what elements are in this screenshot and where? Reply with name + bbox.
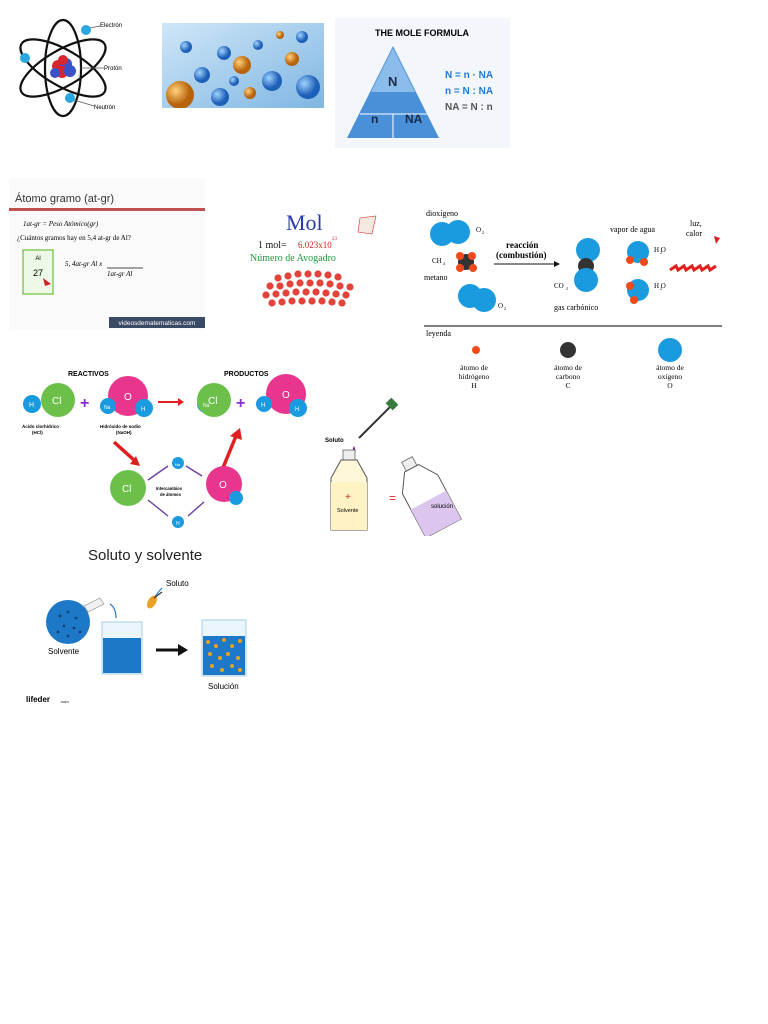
luz-label: luz, — [690, 219, 702, 228]
mole-formula-card: THE MOLE FORMULA N n NA N = n · NA n = N… — [335, 18, 510, 148]
formula-left: n — [371, 112, 378, 126]
molecules-photo — [162, 23, 324, 108]
legend-h-1: átomo de — [460, 363, 488, 372]
al-mass: 27 — [33, 268, 43, 278]
h2o-label-1: H O — [654, 246, 666, 254]
center-na: Na — [175, 462, 181, 467]
atomo-gramo-definition: 1at-gr = Peso Atómico(gr) — [23, 220, 99, 228]
plus-1: + — [80, 395, 89, 412]
atom-diagram: Electrón Protón Neutrón — [8, 10, 136, 122]
gas-label: gas carbónico — [554, 303, 598, 312]
atomo-gramo-slide: Átomo gramo (at-gr) 1at-gr = Peso Atómic… — [9, 178, 205, 330]
watermark: videosdematematicas.com — [119, 320, 196, 327]
dioxigeno-label: dioxígeno — [426, 209, 458, 218]
mol-line: 1 mol= — [258, 240, 287, 251]
legend-o-2: oxígeno — [658, 372, 682, 381]
reaction-diagram: REACTIVOS PRODUCTOS H Cl Ácido clorhídri… — [18, 362, 313, 534]
legend-c-1: átomo de — [554, 363, 582, 372]
combustion-diagram: dioxígeno O 2 CH 4 metano O 2 reacción (… — [420, 200, 725, 395]
vapor-label: vapor de agua — [610, 225, 655, 234]
formula-2: n = N : NA — [445, 86, 493, 97]
mol-title: Mol — [286, 210, 323, 235]
al-symbol: Al — [35, 256, 40, 262]
mole-formula-title: THE MOLE FORMULA — [375, 28, 469, 38]
solucion-label: Solución — [208, 682, 239, 691]
water-h1: H — [261, 403, 265, 409]
soluto-solvente-title: Soluto y solvente — [88, 547, 202, 564]
legend-h-3: H — [471, 381, 477, 390]
o2-sub-2: 2 — [504, 306, 506, 311]
de-atomos-label: de átomos — [160, 492, 182, 497]
plus-2: + — [236, 395, 245, 412]
naoh-h: H — [141, 407, 145, 413]
proton-label: Protón — [104, 66, 122, 72]
calor-label: calor — [686, 229, 702, 238]
brand-suffix: .com — [60, 699, 69, 704]
naoh-na: Na — [104, 405, 111, 411]
soluto-solvente-diagram: Soluto y solvente Soluto Solvente Soluci… — [22, 540, 262, 708]
legend-h-2: hidrógeno — [459, 372, 490, 381]
naoh-o: O — [124, 392, 132, 403]
ch4-sub: 4 — [443, 261, 445, 266]
legend-o-3: O — [667, 381, 673, 390]
h2o-sub-1: 2 — [660, 250, 662, 255]
bottle-solvente-label: Solvente — [337, 508, 358, 514]
mol-exp: 23 — [332, 237, 338, 242]
h2o-sub-2: 2 — [660, 286, 662, 291]
hcl-formula: (HCl) — [32, 430, 43, 435]
formula-3: NA = N : n — [445, 102, 493, 113]
prod-cl: Cl — [208, 396, 217, 407]
naoh-label: Hidróxido de sodio — [100, 424, 141, 429]
soluto-bottle-diagram: Soluto + Solvente = solución — [323, 398, 475, 536]
o2-sub-1: 2 — [482, 230, 484, 235]
center-cl: Cl — [122, 484, 131, 495]
solvente-label: Solvente — [48, 647, 80, 656]
atomo-gramo-question: ¿Cuántos gramos hay en 5,4 at-gr de Al? — [17, 234, 131, 242]
mol-subtitle: Número de Avogadro — [250, 253, 336, 264]
brand-logo: lifeder — [26, 695, 50, 704]
reactivos-label: REACTIVOS — [68, 371, 109, 378]
h2o-label-2: H O — [654, 282, 666, 290]
metano-label: metano — [424, 273, 448, 282]
water-o: O — [282, 390, 290, 401]
center-h: H — [176, 521, 180, 527]
soluto-label: Soluto — [166, 579, 189, 588]
bottle-equals: = — [389, 491, 396, 505]
o2-label-1: O — [476, 226, 481, 234]
combustion-label: (combustión) — [496, 250, 547, 260]
calc-denominator: 1at-gr Al — [107, 270, 132, 278]
bottle-solucion-label: solución — [431, 504, 453, 510]
productos-label: PRODUCTOS — [224, 371, 269, 378]
center-o: O — [219, 480, 227, 491]
atomo-gramo-title: Átomo gramo (at-gr) — [15, 192, 114, 205]
hcl-h: H — [29, 402, 34, 409]
mol-value: 6.023x10 — [298, 240, 332, 250]
formula-top: N — [388, 74, 397, 89]
neutron-label: Neutrón — [94, 105, 115, 111]
ch4-label: CH — [432, 257, 442, 265]
co2-sub: 2 — [566, 286, 568, 291]
intercambios-label: Intercambios — [156, 486, 183, 491]
bottle-soluto-label: Soluto — [325, 438, 344, 444]
hcl-cl: Cl — [52, 396, 61, 407]
naoh-formula: (NaOH) — [116, 430, 132, 435]
mol-avogadro: Mol 1 mol= 6.023x10 23 Número de Avogadr… — [250, 208, 390, 310]
calc-text: 5, 4at-gr Al x — [65, 260, 103, 268]
legend-c-2: carbono — [556, 372, 580, 381]
co2-label: CO — [554, 282, 564, 290]
o2-label-2: O — [498, 302, 503, 310]
reaccion-label: reacción — [506, 240, 538, 250]
formula-1: N = n · NA — [445, 70, 493, 81]
bottle-plus: + — [345, 492, 351, 503]
hcl-label: Ácido clorhídrico — [22, 423, 59, 429]
electron-label: Electrón — [100, 23, 122, 29]
water-h2: H — [295, 407, 299, 413]
formula-right: NA — [405, 112, 423, 126]
legend-o-1: átomo de — [656, 363, 684, 372]
legend-c-3: C — [565, 381, 570, 390]
leyenda-label: leyenda — [426, 329, 451, 338]
prod-na: Na — [203, 403, 210, 409]
